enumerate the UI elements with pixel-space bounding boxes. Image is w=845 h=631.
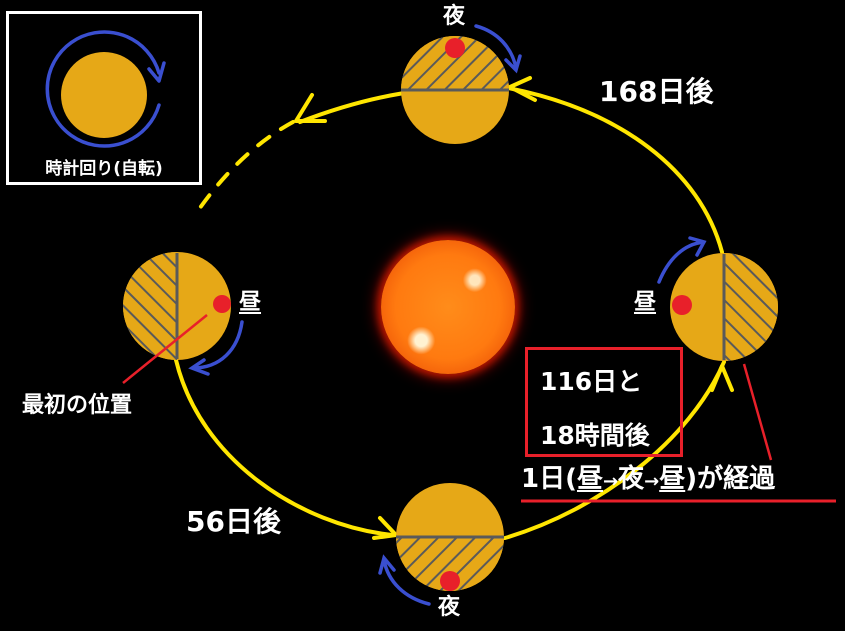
label-168-days: 168日後	[599, 75, 714, 108]
rotation-arrow-icon	[657, 236, 707, 284]
label-day-right: 昼	[634, 290, 657, 315]
summary-pointer	[742, 363, 773, 461]
observer-marker	[445, 38, 465, 58]
summary-suffix: )が経過	[685, 464, 776, 494]
summary-night: 夜	[618, 464, 645, 494]
initial-position-pointer	[122, 314, 208, 384]
label-night-top: 夜	[443, 4, 466, 29]
planet-56-days	[396, 483, 504, 591]
summary-text: 1日(昼→夜→昼)が経過	[521, 466, 775, 492]
label-day-left: 昼	[239, 290, 262, 315]
observer-marker	[440, 571, 460, 591]
label-initial-position: 最初の位置	[22, 393, 133, 418]
planet-168-days	[401, 36, 509, 144]
clockwise-rotation-icon	[45, 30, 166, 148]
elapsed-line-1: 116日と	[540, 367, 643, 396]
elapsed-line-2: 18時間後	[540, 421, 650, 450]
arrow-icon: →	[603, 471, 619, 492]
planet-116-days-18-hours	[670, 253, 778, 361]
legend-box: 時計回り(自転)	[6, 11, 202, 185]
rotation-arrow-icon	[474, 24, 522, 74]
observer-marker	[213, 295, 231, 313]
label-56-days: 56日後	[186, 505, 281, 538]
summary-prefix: 1日(	[521, 464, 577, 494]
legend-caption: 時計回り(自転)	[45, 159, 163, 179]
arrow-icon: →	[644, 471, 660, 492]
observer-marker	[672, 295, 692, 315]
rotation-arrow-icon	[378, 554, 431, 606]
sun	[381, 240, 515, 374]
planet-initial	[123, 252, 231, 360]
label-night-bottom: 夜	[438, 595, 461, 620]
elapsed-time-box: 116日と 18時間後	[525, 347, 683, 457]
rotation-arrow-icon	[188, 320, 244, 376]
summary-day-2: 昼	[659, 464, 686, 494]
summary-day-1: 昼	[576, 464, 603, 494]
orbit-arrowheads	[294, 76, 734, 540]
